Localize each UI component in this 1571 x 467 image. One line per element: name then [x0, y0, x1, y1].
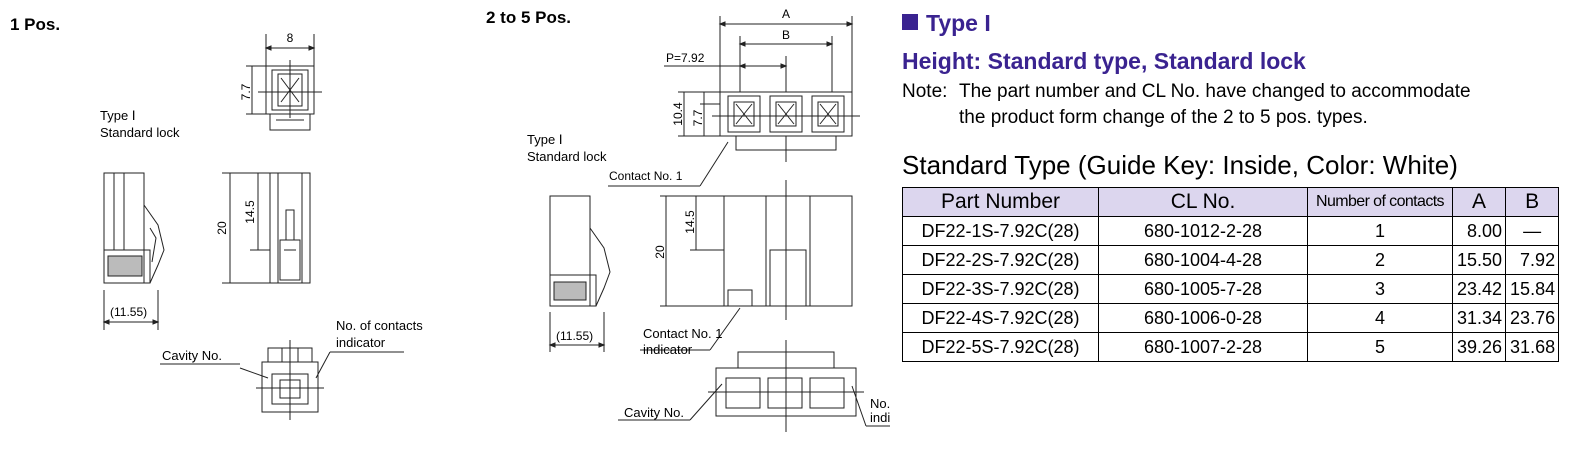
cell-a: 23.42 [1451, 274, 1507, 304]
cell-contacts: 1 [1307, 216, 1453, 246]
cell-cl-no: 680-1012-2-28 [1098, 216, 1308, 246]
dim-7-7: 7.7 [691, 109, 705, 126]
contacts-indicator-label-2: indicator [336, 335, 386, 350]
cell-contacts: 4 [1307, 303, 1453, 333]
cell-a: 15.50 [1451, 245, 1507, 275]
multi-pos-drawing: A B P=7.92 10.4 7.7 Type Ⅰ Standard lock… [527, 7, 890, 432]
cell-part-number: DF22-2S-7.92C(28) [902, 245, 1099, 275]
cell-part-number: DF22-1S-7.92C(28) [902, 216, 1099, 246]
one-pos-drawing: 8 7.7 Type Ⅰ Standard lock 20 14.5 (11.5… [100, 31, 423, 420]
contact-no-1-label: Contact No. 1 [609, 169, 683, 183]
cell-part-number: DF22-5S-7.92C(28) [902, 332, 1099, 362]
dim-height-total: 20 [215, 221, 229, 235]
cell-contacts: 5 [1307, 332, 1453, 362]
cell-b: 7.92 [1505, 245, 1560, 275]
contact-indicator-label-1: Contact No. 1 [643, 326, 723, 341]
note-line-2: the product form change of the 2 to 5 po… [959, 107, 1368, 128]
cavity-label: Cavity No. [162, 348, 222, 363]
dim-pitch: P=7.92 [666, 51, 705, 65]
dim-20: 20 [653, 245, 667, 259]
col-number-of-contacts: Number of contacts [1307, 187, 1453, 217]
note-line-1: The part number and CL No. have changed … [959, 81, 1471, 102]
cell-contacts: 2 [1307, 245, 1453, 275]
cell-cl-no: 680-1007-2-28 [1098, 332, 1308, 362]
cell-a: 39.26 [1451, 332, 1507, 362]
dim-a: A [782, 7, 790, 21]
multi-cavity-label: Cavity No. [624, 405, 684, 420]
col-part-number: Part Number [902, 187, 1099, 217]
cell-part-number: DF22-3S-7.92C(28) [902, 274, 1099, 304]
table-row: DF22-4S-7.92C(28) 680-1006-0-28 4 31.34 … [902, 303, 1560, 333]
cell-b: — [1505, 216, 1560, 246]
type-heading-text: Type I [926, 10, 991, 36]
contacts-indicator-label-1: No. of contacts [336, 318, 423, 333]
table-row: DF22-5S-7.92C(28) 680-1007-2-28 5 39.26 … [902, 332, 1560, 362]
cell-cl-no: 680-1004-4-28 [1098, 245, 1308, 275]
dim-b: B [782, 28, 790, 42]
cell-cl-no: 680-1006-0-28 [1098, 303, 1308, 333]
cell-a: 8.00 [1451, 216, 1507, 246]
note-block: Note: The part number and CL No. have cha… [902, 79, 1567, 131]
multi-type-label: Type Ⅰ [527, 132, 563, 147]
contact-indicator-label-2: indicator [643, 342, 693, 357]
type-heading: Type I [902, 10, 991, 37]
one-pos-title: 1 Pos. [10, 15, 61, 34]
multi-contacts-indicator-1: No. of contacts [870, 396, 890, 411]
spec-table: Part Number CL No. Number of contacts A … [902, 187, 1560, 362]
multi-contacts-indicator-2: indicator [870, 410, 890, 425]
standard-type-heading: Standard Type (Guide Key: Inside, Color:… [902, 150, 1458, 180]
table-row: DF22-1S-7.92C(28) 680-1012-2-28 1 8.00 — [902, 216, 1560, 246]
multi-lock-label: Standard lock [527, 149, 607, 164]
height-heading: Height: Standard type, Standard lock [902, 48, 1306, 74]
cell-b: 23.76 [1505, 303, 1560, 333]
dim-10-4: 10.4 [671, 102, 685, 126]
table-row: DF22-3S-7.92C(28) 680-1005-7-28 3 23.42 … [902, 274, 1560, 304]
multi-dim-depth: (11.55) [556, 329, 593, 343]
square-bullet-icon [902, 14, 918, 30]
dim-height-mid: 14.5 [243, 200, 257, 224]
table-row: DF22-2S-7.92C(28) 680-1004-4-28 2 15.50 … [902, 245, 1560, 275]
cell-b: 15.84 [1505, 274, 1560, 304]
multi-pos-title: 2 to 5 Pos. [486, 8, 572, 27]
col-a: A [1451, 187, 1507, 217]
dim-14-5: 14.5 [683, 210, 697, 234]
dim-height-small: 7.7 [239, 83, 253, 100]
dim-width: 8 [287, 31, 294, 45]
type-label: Type Ⅰ [100, 108, 136, 123]
table-header-row: Part Number CL No. Number of contacts A … [902, 187, 1560, 217]
cell-contacts: 3 [1307, 274, 1453, 304]
col-b: B [1505, 187, 1560, 217]
dim-depth: (11.55) [110, 305, 147, 319]
cell-cl-no: 680-1005-7-28 [1098, 274, 1308, 304]
lock-label: Standard lock [100, 125, 180, 140]
note-label: Note: [902, 81, 948, 102]
col-cl-no: CL No. [1098, 187, 1308, 217]
cell-part-number: DF22-4S-7.92C(28) [902, 303, 1099, 333]
cell-b: 31.68 [1505, 332, 1560, 362]
cell-a: 31.34 [1451, 303, 1507, 333]
